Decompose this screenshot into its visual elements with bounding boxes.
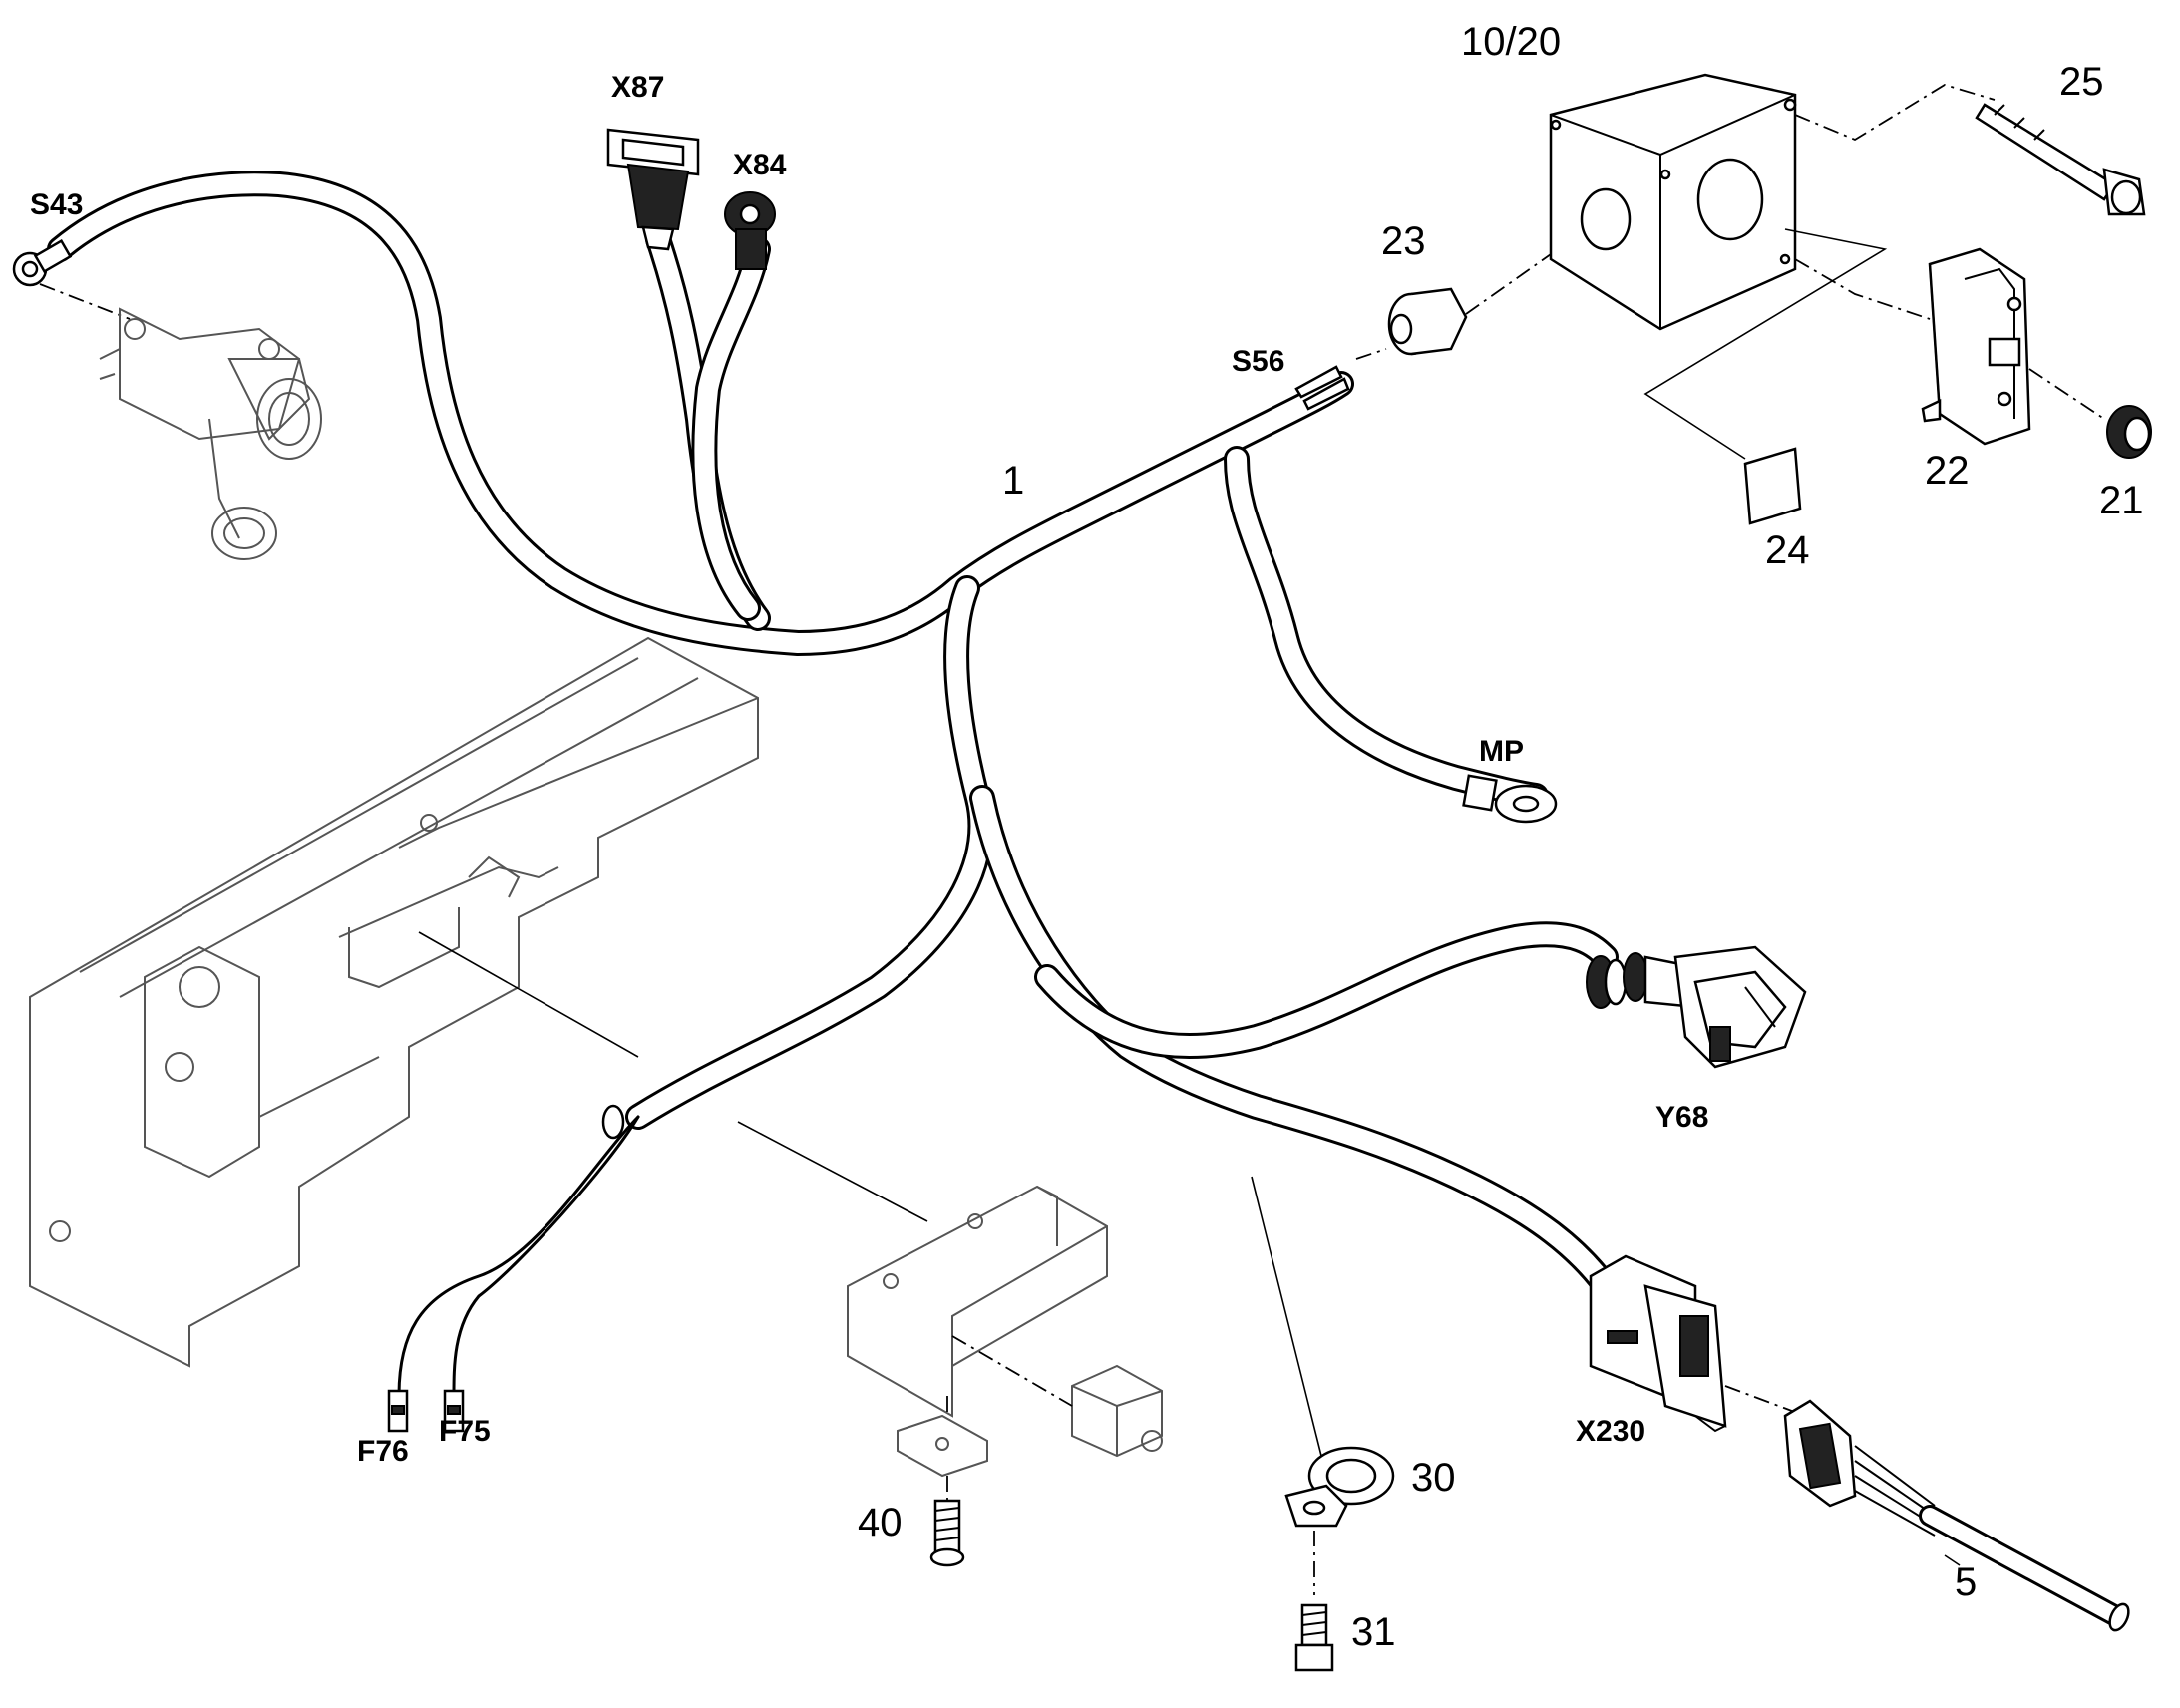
f76-terminal <box>387 1389 409 1433</box>
clamp-leader <box>1251 1176 1327 1477</box>
label-housing: 10/20 <box>1461 20 1561 64</box>
label-s43: S43 <box>30 188 83 221</box>
screw-31 <box>1294 1603 1334 1672</box>
fuse-leads <box>397 1104 640 1398</box>
f75-terminal <box>443 1389 465 1433</box>
label-clamp-screw: 31 <box>1351 1610 1396 1654</box>
machine-frame <box>29 636 759 1368</box>
connector-labels: S43 X87 X84 S56 MP Y68 X230 F76 F75 <box>30 71 1708 1468</box>
label-cable: 5 <box>1955 1560 1977 1604</box>
part-number-labels: 10/20 25 23 22 21 24 1 5 30 31 40 <box>858 20 2144 1654</box>
nut-plate <box>897 1414 988 1478</box>
screw-40 <box>929 1499 965 1567</box>
clamp-30 <box>1284 1446 1395 1528</box>
x87-connector <box>606 128 700 251</box>
gland-line-left <box>1355 348 1387 360</box>
s43-assembly-line <box>39 283 131 320</box>
label-x84: X84 <box>733 149 787 181</box>
cable-5-leader <box>1944 1554 1961 1566</box>
label-plate: 24 <box>1765 528 1810 572</box>
housing-10-20 <box>1549 73 1797 331</box>
label-x230: X230 <box>1576 1415 1645 1448</box>
label-f76: F76 <box>357 1435 409 1468</box>
mounting-bracket <box>847 1185 1108 1418</box>
gland-line-right <box>1465 253 1552 315</box>
cap-assembly-line <box>2028 368 2105 420</box>
label-gland: 23 <box>1381 219 1426 263</box>
bracket-leader <box>737 1121 928 1222</box>
label-s56: S56 <box>1232 345 1284 378</box>
frame-leader <box>418 931 639 1058</box>
x84-connector <box>724 191 776 270</box>
label-switch-holder: 22 <box>1925 449 1970 493</box>
label-clamp: 30 <box>1411 1456 1456 1500</box>
label-f75: F75 <box>439 1415 491 1448</box>
s56-terminal <box>1294 365 1350 411</box>
switch-holder-22 <box>1921 247 2031 446</box>
label-plate-leader <box>1643 228 1888 460</box>
label-cap: 21 <box>2099 479 2144 522</box>
s43-eyelet-terminal <box>12 238 73 287</box>
battery-switch-part <box>99 307 322 560</box>
cable-5-plug <box>1783 1399 2130 1632</box>
cap-21 <box>2106 405 2152 459</box>
label-mp: MP <box>1479 735 1524 768</box>
relay-part <box>1071 1364 1163 1458</box>
relay-assembly-line <box>951 1335 1073 1407</box>
label-x87: X87 <box>611 71 664 104</box>
y68-connector <box>1586 945 1807 1069</box>
label-bracket-screw: 40 <box>858 1501 903 1544</box>
bolt-assembly-line <box>1794 84 1996 142</box>
label-bolt: 25 <box>2059 60 2104 104</box>
harness-wires <box>47 171 1619 1299</box>
mp-eyelet-terminal <box>1462 774 1558 824</box>
label-plate-24 <box>1743 447 1802 525</box>
x230-connector <box>1589 1254 1727 1433</box>
cable-gland-23 <box>1387 287 1468 356</box>
bolt-25 <box>1975 103 2146 216</box>
holder-assembly-line <box>1794 258 1931 320</box>
label-harness: 1 <box>1002 459 1024 503</box>
label-y68: Y68 <box>1655 1101 1708 1134</box>
